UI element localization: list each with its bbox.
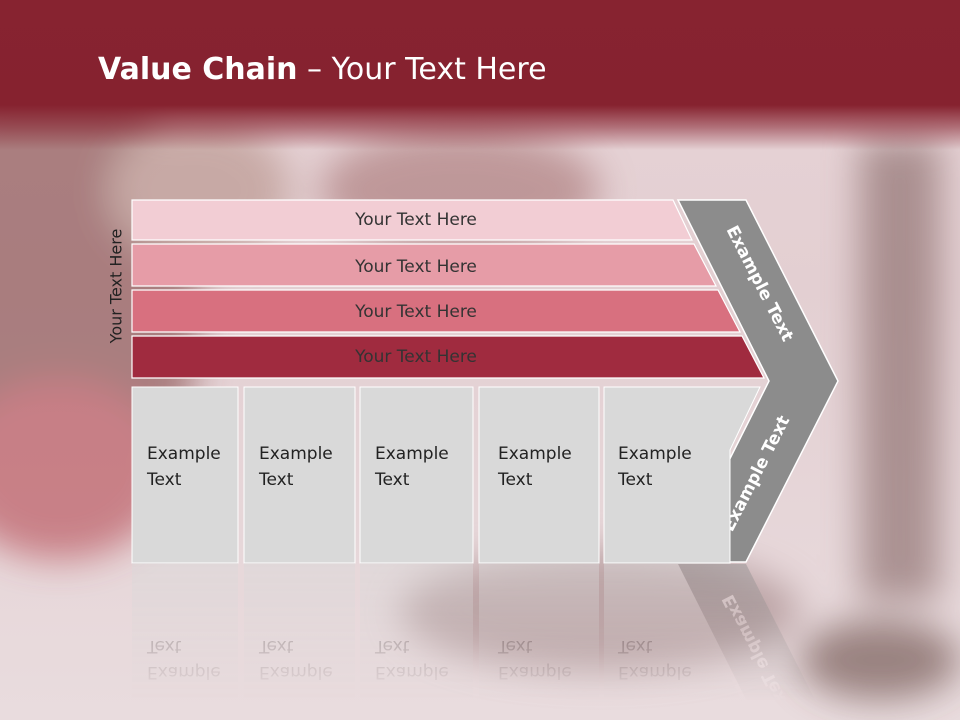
reflection-cell-2-line2: Text — [258, 636, 294, 656]
cell-2-line2: Text — [258, 470, 294, 490]
cell-5: Example Text — [603, 386, 761, 564]
title-bold: Value Chain — [98, 52, 298, 87]
cell-3: Example Text — [359, 386, 474, 564]
reflection-cell-4-line1: Example — [498, 662, 572, 682]
cell-3-line1: Example — [375, 444, 449, 464]
band-2-label: Your Text Here — [354, 257, 477, 277]
title-bar — [0, 0, 960, 150]
reflection-cell-5-line2: Text — [617, 636, 653, 656]
reflection-cell-5-line1: Example — [618, 662, 692, 682]
cell-4-line2: Text — [497, 470, 533, 490]
activity-cells: Example Text Example Text Example Text E… — [131, 386, 761, 564]
diagram-reflection: Example Text Example Text Example Text E… — [132, 563, 826, 720]
reflection-cell-1-line2: Text — [146, 636, 182, 656]
cell-4: Example Text — [478, 386, 600, 564]
reflection-cell-3-line1: Example — [375, 662, 449, 682]
band-3: Your Text Here — [131, 289, 741, 333]
reflection-cell-4-line2: Text — [497, 636, 533, 656]
slide-title: Value Chain – Your Text Here — [98, 52, 547, 87]
band-4-label: Your Text Here — [354, 347, 477, 367]
band-1: Your Text Here — [131, 199, 693, 241]
cell-1: Example Text — [131, 386, 239, 564]
band-3-label: Your Text Here — [354, 302, 477, 322]
value-chain-chevron — [676, 199, 839, 563]
reflection-cell-3-line2: Text — [374, 636, 410, 656]
cell-5-line1: Example — [618, 444, 692, 464]
reflection-cell-2-line1: Example — [259, 662, 333, 682]
cell-1-line2: Text — [146, 470, 182, 490]
cell-5-line2: Text — [617, 470, 653, 490]
reflection-cell-1-line1: Example — [147, 662, 221, 682]
cell-4-line1: Example — [498, 444, 572, 464]
cell-1-line1: Example — [147, 444, 221, 464]
band-1-label: Your Text Here — [354, 210, 477, 230]
band-2: Your Text Here — [131, 243, 717, 287]
title-rest: – Your Text Here — [297, 52, 547, 87]
cell-2: Example Text — [243, 386, 356, 564]
band-4: Your Text Here — [131, 335, 765, 379]
cell-2-line1: Example — [259, 444, 333, 464]
cell-3-line2: Text — [374, 470, 410, 490]
